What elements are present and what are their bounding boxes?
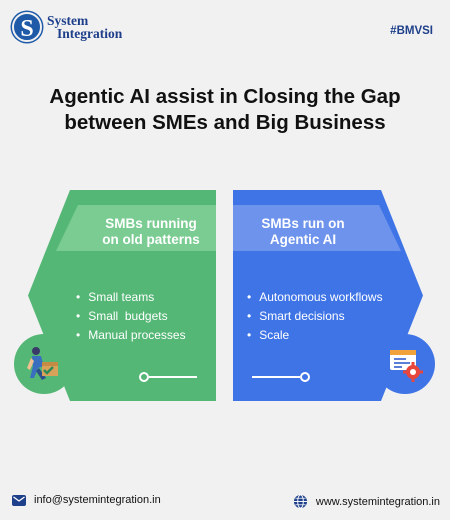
logo-name-line2: Integration <box>57 26 123 41</box>
worker-box-icon <box>14 334 74 394</box>
slider-line <box>252 376 300 378</box>
headline-line1: Agentic AI assist in Closing the Gap <box>49 85 401 108</box>
left-panel-title-line1: SMBs running <box>105 216 197 231</box>
logo-wordmark: System Integration <box>47 13 123 41</box>
list-item: Small budgets <box>76 307 186 326</box>
automation-gear-icon <box>375 334 435 394</box>
left-panel-list: Small teams Small budgets Manual process… <box>76 288 186 345</box>
email-icon <box>12 494 26 506</box>
list-item: Autonomous workflows <box>247 288 382 307</box>
globe-icon <box>293 494 307 509</box>
email-link[interactable]: info@systemintegration.in <box>34 494 161 506</box>
slider-line <box>149 376 197 378</box>
list-item: Smart decisions <box>247 307 383 326</box>
footer-website[interactable]: www.systemintegration.in <box>293 494 440 509</box>
footer-email[interactable]: info@systemintegration.in <box>12 494 161 506</box>
list-item: Manual processes <box>76 326 185 345</box>
list-item: Scale <box>247 326 383 345</box>
brand-logo: S System Integration <box>12 12 122 42</box>
logo-mark: S <box>12 12 42 42</box>
right-panel-title-line1: SMBs run on <box>261 216 345 231</box>
website-link[interactable]: www.systemintegration.in <box>315 495 440 508</box>
logo-name-line1: System <box>47 13 89 28</box>
right-panel-title-line2: Agentic AI <box>269 232 337 247</box>
right-panel-decor-slider <box>252 372 310 382</box>
right-panel-title: SMBs run on Agentic AI <box>233 216 373 248</box>
list-item: Small teams <box>76 288 186 307</box>
left-panel-title: SMBs running on old patterns <box>86 216 216 248</box>
hashtag: #BMVSI <box>390 25 433 37</box>
right-panel-list: Autonomous workflows Smart decisions Sca… <box>247 288 383 345</box>
left-panel-decor-slider <box>139 372 197 382</box>
left-panel-title-line2: on old patterns <box>102 232 200 247</box>
headline: Agentic AI assist in Closing the Gap bet… <box>0 84 450 136</box>
slider-knob <box>139 372 149 382</box>
slider-knob <box>300 372 310 382</box>
left-panel-title-band <box>56 205 216 251</box>
right-panel-title-band <box>233 205 401 251</box>
headline-line2: between SMEs and Big Business <box>64 111 386 134</box>
